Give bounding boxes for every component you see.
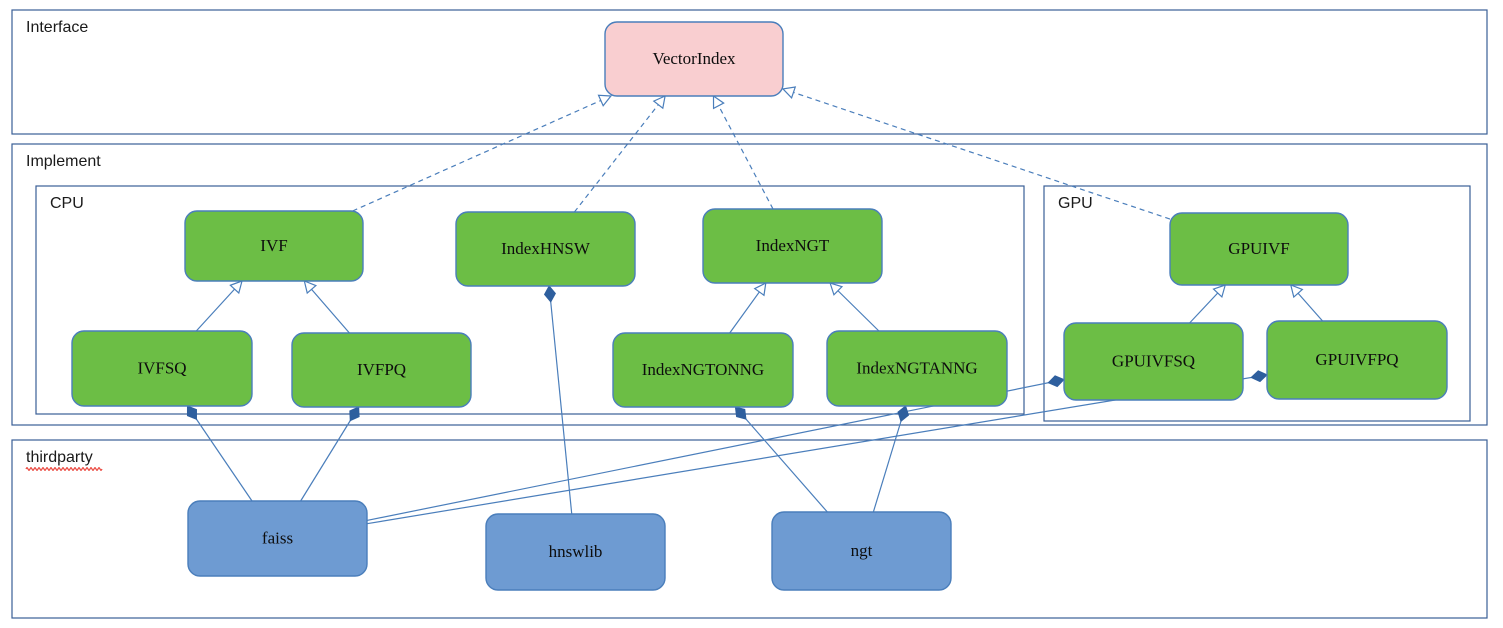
edge-e-gpuivfpq-gpuivf — [1289, 284, 1324, 322]
spellcheck-underline-thirdparty — [25, 467, 103, 471]
edge-e-gpuivfsq-gpuivf — [1189, 284, 1227, 324]
edge-e-indexngt-vectorindex — [712, 94, 774, 210]
node-label-indexhnsw: IndexHNSW — [501, 239, 591, 258]
edge-e-indexhnsw-hnswlib — [543, 285, 573, 515]
edge-e-ivfpq-ivf — [303, 280, 350, 334]
node-gpuivfsq[interactable]: GPUIVFSQ — [1063, 322, 1244, 401]
inheritance-arrow-e-gpuivfsq-gpuivf — [1212, 284, 1227, 299]
inheritance-arrow-e-indexngt-vectorindex — [712, 94, 725, 110]
composition-diamond-e-indexngtanng-ngt — [897, 405, 910, 423]
edge-line-e-indexngtonng-ngt — [734, 406, 828, 513]
edge-e-indexngtanng-indexngt — [829, 282, 880, 332]
node-ivfpq[interactable]: IVFPQ — [291, 332, 472, 408]
node-label-gpuivfpq: GPUIVFPQ — [1315, 350, 1398, 369]
container-label-cpu: CPU — [50, 195, 84, 212]
inheritance-arrow-e-ivf-vectorindex — [597, 94, 613, 107]
edge-line-e-ivfpq-faiss — [300, 406, 360, 502]
composition-diamond-e-ivfsq-faiss — [186, 405, 197, 420]
inheritance-arrow-e-ivfsq-ivf — [229, 280, 243, 295]
composition-diamond-e-gpuivfsq-faiss — [1047, 375, 1065, 388]
node-box-indexngtonng[interactable] — [612, 332, 794, 408]
node-box-ivfsq[interactable] — [71, 330, 253, 407]
node-label-gpuivfsq: GPUIVFSQ — [1112, 351, 1195, 370]
node-label-indexngtonng: IndexNGTONNG — [642, 360, 764, 379]
inheritance-arrow-e-indexngtanng-indexngt — [829, 282, 844, 296]
edge-e-ivfsq-faiss — [186, 405, 253, 502]
node-vectorindex[interactable]: VectorIndex — [604, 21, 784, 97]
node-hnswlib[interactable]: hnswlib — [485, 513, 666, 591]
node-label-ivfsq: IVFSQ — [137, 358, 186, 377]
node-label-ivfpq: IVFPQ — [357, 360, 406, 379]
node-box-ngt[interactable] — [771, 511, 952, 591]
edge-line-e-ivf-vectorindex — [352, 95, 612, 212]
composition-diamond-e-ivfpq-faiss — [349, 406, 360, 422]
node-box-indexhnsw[interactable] — [455, 211, 636, 287]
node-label-indexngt: IndexNGT — [756, 236, 830, 255]
node-ngt[interactable]: ngt — [771, 511, 952, 591]
container-label-implement: Implement — [26, 153, 101, 170]
edge-e-indexngtanng-ngt — [872, 405, 910, 513]
composition-diamond-e-indexngtonng-ngt — [734, 406, 747, 420]
node-gpuivfpq[interactable]: GPUIVFPQ — [1266, 320, 1448, 400]
inheritance-arrow-e-ivfpq-ivf — [303, 280, 318, 295]
inheritance-arrow-e-indexngtonng-indexngt — [753, 281, 767, 297]
composition-diamond-e-indexhnsw-hnswlib — [543, 285, 556, 303]
node-box-gpuivf[interactable] — [1169, 212, 1349, 286]
node-box-gpuivfsq[interactable] — [1063, 322, 1244, 401]
container-label-interface: Interface — [26, 19, 88, 36]
edge-line-e-indexhnsw-hnswlib — [548, 285, 573, 515]
node-label-faiss: faiss — [262, 528, 293, 547]
edge-line-e-indexngtanng-ngt — [872, 405, 907, 513]
node-label-gpuivf: GPUIVF — [1228, 239, 1289, 258]
inheritance-arrow-e-indexhnsw-vectorindex — [652, 94, 666, 110]
node-box-hnswlib[interactable] — [485, 513, 666, 591]
edge-e-indexngtonng-ngt — [734, 406, 828, 513]
node-ivf[interactable]: IVF — [184, 210, 364, 282]
edge-e-ivfpq-faiss — [300, 406, 360, 502]
edge-e-ivfsq-ivf — [195, 280, 243, 332]
node-box-faiss[interactable] — [187, 500, 368, 577]
node-ivfsq[interactable]: IVFSQ — [71, 330, 253, 407]
node-faiss[interactable]: faiss — [187, 500, 368, 577]
edge-group — [186, 86, 1324, 525]
node-box-indexngtanng[interactable] — [826, 330, 1008, 407]
node-box-gpuivfpq[interactable] — [1266, 320, 1448, 400]
container-label-gpu: GPU — [1058, 195, 1093, 212]
node-indexngt[interactable]: IndexNGT — [702, 208, 883, 284]
edge-e-ivf-vectorindex — [352, 94, 613, 212]
composition-diamond-e-gpuivfpq-faiss — [1250, 370, 1268, 383]
node-box-ivfpq[interactable] — [291, 332, 472, 408]
edge-line-e-indexhnsw-vectorindex — [573, 95, 666, 213]
node-box-ivf[interactable] — [184, 210, 364, 282]
container-label-thirdparty: thirdparty — [26, 449, 93, 466]
node-box-vectorindex[interactable] — [604, 21, 784, 97]
edge-line-e-ivfsq-faiss — [186, 405, 253, 502]
inheritance-arrow-e-gpuivfpq-gpuivf — [1289, 284, 1304, 299]
edge-e-indexngtonng-indexngt — [729, 281, 767, 334]
node-label-vectorindex: VectorIndex — [652, 49, 736, 68]
node-label-ngt: ngt — [851, 541, 873, 560]
node-label-ivf: IVF — [260, 236, 287, 255]
node-indexngtonng[interactable]: IndexNGTONNG — [612, 332, 794, 408]
edge-line-e-indexngt-vectorindex — [712, 95, 774, 210]
edge-e-indexhnsw-vectorindex — [573, 94, 666, 213]
node-indexngtanng[interactable]: IndexNGTANNG — [826, 330, 1008, 407]
edge-e-gpuivf-vectorindex — [781, 86, 1171, 220]
node-box-indexngt[interactable] — [702, 208, 883, 284]
inheritance-arrow-e-gpuivf-vectorindex — [781, 86, 797, 99]
node-indexhnsw[interactable]: IndexHNSW — [455, 211, 636, 287]
node-gpuivf[interactable]: GPUIVF — [1169, 212, 1349, 286]
node-label-hnswlib: hnswlib — [549, 542, 603, 561]
node-label-indexngtanng: IndexNGTANNG — [856, 358, 977, 377]
